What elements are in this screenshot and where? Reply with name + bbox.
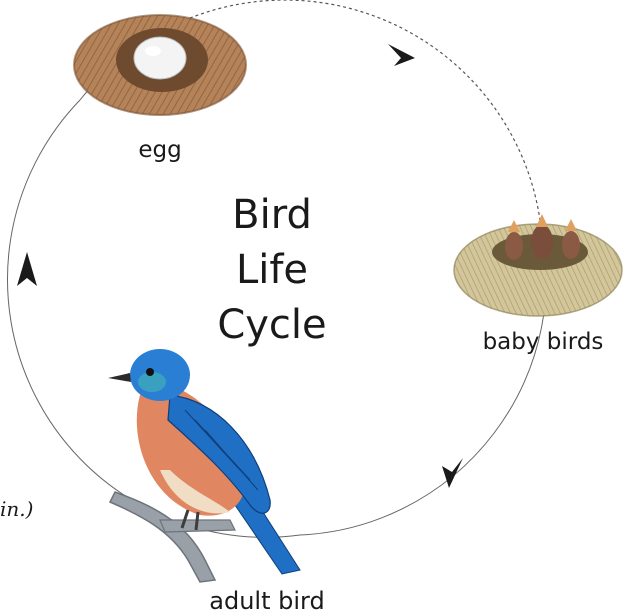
stage-label-egg: egg [138, 137, 181, 163]
cycle-arrow-icon [17, 252, 37, 286]
bluebird-icon [108, 349, 300, 574]
nest-with-chicks-icon [454, 214, 622, 316]
nest-with-egg-icon [74, 15, 246, 115]
title-line-3: Cycle [217, 302, 326, 348]
cycle-arrow-icon [388, 44, 415, 66]
cycle-arrow-icon [442, 458, 463, 488]
clipped-text-fragment: in.) [0, 497, 33, 521]
stage-label-baby-birds: baby birds [483, 329, 604, 355]
stage-label-adult-bird: adult bird [209, 587, 324, 615]
title-line-1: Bird [232, 192, 312, 238]
title-line-2: Life [236, 247, 308, 293]
